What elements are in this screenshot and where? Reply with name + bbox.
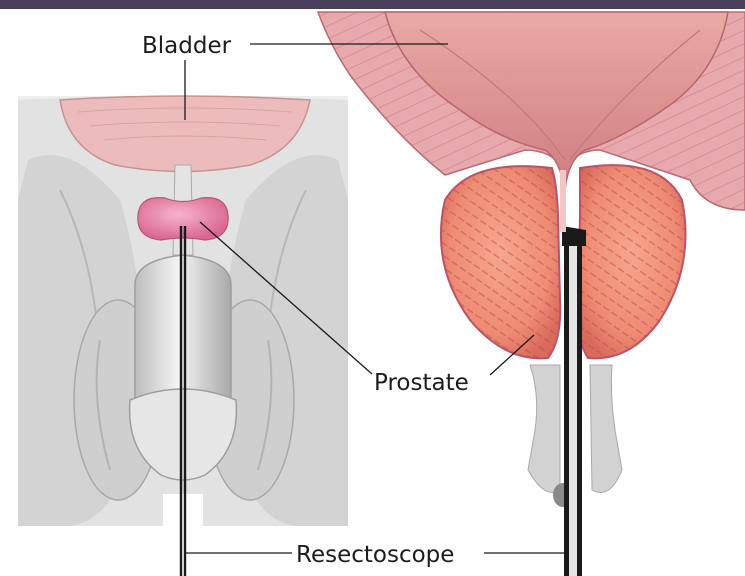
prostate-external	[138, 198, 228, 240]
label-resectoscope: Resectoscope	[296, 542, 454, 568]
resectoscope-right	[560, 170, 586, 576]
penis-shaft	[135, 255, 231, 400]
urethra-below	[528, 365, 560, 493]
label-prostate: Prostate	[374, 370, 469, 396]
label-resectoscope-group: Resectoscope	[185, 542, 566, 568]
external-anatomy-illustration	[18, 96, 348, 526]
top-border-band	[0, 0, 745, 9]
cross-section-illustration	[318, 12, 745, 507]
label-bladder: Bladder	[142, 33, 232, 59]
